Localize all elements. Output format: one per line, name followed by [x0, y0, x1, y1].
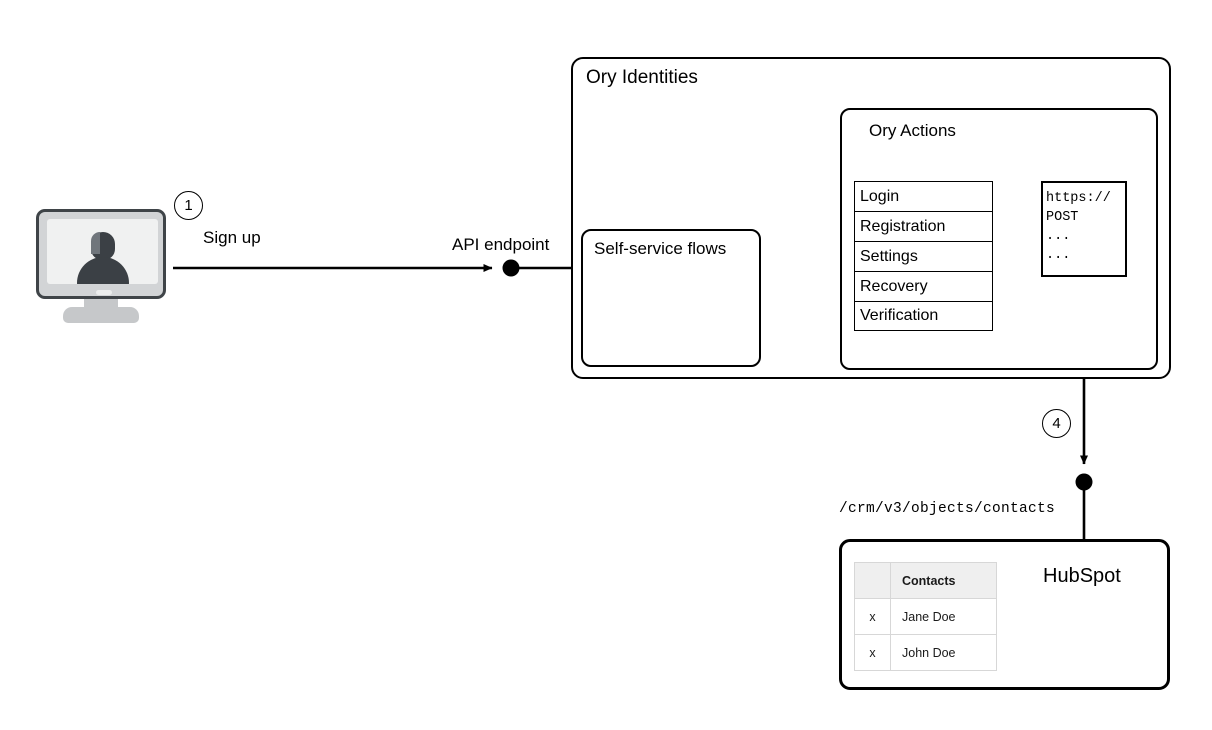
flow-item-recovery[interactable]: Recovery: [854, 271, 993, 301]
step-marker-1: 1: [174, 191, 203, 220]
sign-up-label: Sign up: [203, 228, 261, 247]
row-contact-name: Jane Doe: [890, 598, 997, 635]
row-flag: x: [854, 598, 891, 635]
crm-request-path: /crm/v3/objects/contacts: [839, 501, 1056, 517]
user-monitor-icon: [36, 209, 166, 323]
self-service-flows-box: [581, 229, 761, 367]
table-header-row: Contacts: [854, 562, 997, 599]
monitor-screen: [47, 219, 158, 284]
ory-actions-title: Ory Actions: [869, 121, 956, 140]
hubspot-title: HubSpot: [1043, 565, 1121, 587]
row-flag: x: [854, 634, 891, 671]
flow-list: Login Registration Settings Recovery Ver…: [854, 181, 993, 331]
monitor-frame: [36, 209, 166, 299]
avatar-body: [77, 257, 129, 284]
flow-item-verification[interactable]: Verification: [854, 301, 993, 331]
self-service-flows-title: Self-service flows: [594, 239, 727, 258]
table-row: x Jane Doe: [854, 598, 997, 635]
webhook-box: [1041, 181, 1127, 277]
row-contact-name: John Doe: [890, 634, 997, 671]
avatar-head-highlight: [91, 232, 100, 254]
monitor-base: [63, 307, 139, 323]
flow-item-login[interactable]: Login: [854, 181, 993, 211]
contacts-table: Contacts x Jane Doe x John Doe: [854, 562, 997, 671]
webhook-text: https:// POST ... ...: [1046, 191, 1111, 264]
contacts-col-blank: [854, 562, 891, 599]
flow-item-settings[interactable]: Settings: [854, 241, 993, 271]
flow-item-registration[interactable]: Registration: [854, 211, 993, 241]
contacts-col-contacts: Contacts: [890, 562, 997, 599]
ory-identities-title: Ory Identities: [586, 67, 698, 88]
step-marker-4: 4: [1042, 409, 1071, 438]
api-endpoint-label: API endpoint: [452, 235, 550, 254]
api-endpoint-node: [502, 259, 572, 277]
monitor-notch: [96, 290, 112, 295]
table-row: x John Doe: [854, 634, 997, 671]
